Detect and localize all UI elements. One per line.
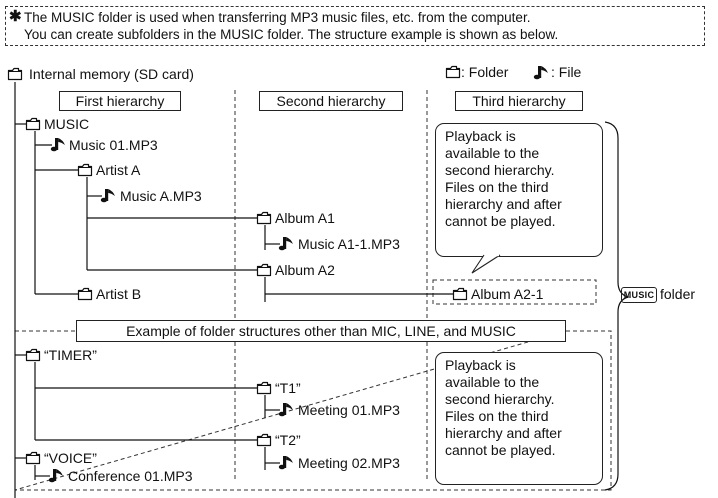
- callout-line: available to the: [445, 374, 540, 390]
- folder-timer: “TIMER”: [44, 347, 97, 363]
- callout-line: cannot be played.: [445, 442, 556, 458]
- folder-voice: “VOICE”: [44, 450, 97, 466]
- music-folder-label: folder: [660, 286, 696, 302]
- folder-icon: [256, 263, 272, 277]
- callout-pointer: [471, 254, 501, 274]
- example-title: Example of folder structures other than …: [76, 320, 566, 342]
- callout-line: hierarchy and after: [445, 196, 562, 212]
- music-folder-badge: MUSIC: [621, 287, 657, 303]
- note-box: [5, 6, 705, 46]
- callout-line: second hierarchy.: [445, 162, 555, 178]
- file-conference-01: Conference 01.MP3: [68, 468, 193, 484]
- root-label: Internal memory (SD card): [29, 66, 194, 82]
- folder-icon: [256, 433, 272, 447]
- folder-album-a2-1: Album A2-1: [471, 286, 544, 302]
- playback-note-callout-2: Playback is available to the second hier…: [435, 352, 603, 485]
- folder-icon: [7, 67, 23, 81]
- file-meeting-01: Meeting 01.MP3: [298, 402, 400, 418]
- folder-icon: [77, 287, 93, 301]
- playback-note-callout: Playback is available to the second hier…: [435, 123, 603, 257]
- music-note-icon: [48, 469, 63, 483]
- file-music-01: Music 01.MP3: [69, 137, 158, 153]
- folder-album-a2: Album A2: [275, 262, 335, 278]
- callout-line: Playback is: [445, 357, 516, 373]
- callout-line: hierarchy and after: [445, 425, 562, 441]
- asterisk-mark: ✱: [9, 8, 22, 25]
- callout-line: available to the: [445, 145, 540, 161]
- folder-icon: [256, 211, 272, 225]
- header-third-hierarchy: Third hierarchy: [455, 91, 583, 111]
- note-line-2: You can create subfolders in the MUSIC f…: [24, 27, 559, 42]
- legend-folder-icon: [445, 65, 461, 79]
- folder-icon: [25, 117, 41, 131]
- callout-line: cannot be played.: [445, 213, 556, 229]
- file-music-a1-1: Music A1-1.MP3: [298, 236, 400, 252]
- folder-icon: [256, 381, 272, 395]
- callout-line: second hierarchy.: [445, 391, 555, 407]
- music-note-icon: [100, 189, 115, 203]
- header-first-hierarchy: First hierarchy: [59, 91, 181, 111]
- folder-artist-b: Artist B: [96, 286, 142, 302]
- music-note-icon: [278, 403, 293, 417]
- legend-file-icon: [533, 66, 548, 80]
- legend-file-label: : File: [551, 64, 582, 80]
- music-note-icon: [278, 456, 293, 470]
- folder-music: MUSIC: [44, 116, 90, 132]
- folder-icon: [25, 348, 41, 362]
- folder-icon: [25, 451, 41, 465]
- folder-album-a1: Album A1: [275, 210, 335, 226]
- folder-icon: [452, 287, 468, 301]
- file-meeting-02: Meeting 02.MP3: [298, 455, 400, 471]
- legend-folder-label: : Folder: [461, 64, 509, 80]
- file-music-a: Music A.MP3: [120, 188, 202, 204]
- music-note-icon: [278, 237, 293, 251]
- note-line-1: The MUSIC folder is used when transferri…: [24, 10, 531, 25]
- header-second-hierarchy: Second hierarchy: [259, 91, 403, 111]
- folder-icon: [77, 163, 93, 177]
- folder-artist-a: Artist A: [96, 162, 141, 178]
- callout-line: Files on the third: [445, 179, 549, 195]
- folder-t1: “T1”: [275, 380, 301, 396]
- folder-t2: “T2”: [275, 432, 301, 448]
- music-note-icon: [50, 138, 65, 152]
- callout-line: Playback is: [445, 128, 516, 144]
- callout-line: Files on the third: [445, 408, 549, 424]
